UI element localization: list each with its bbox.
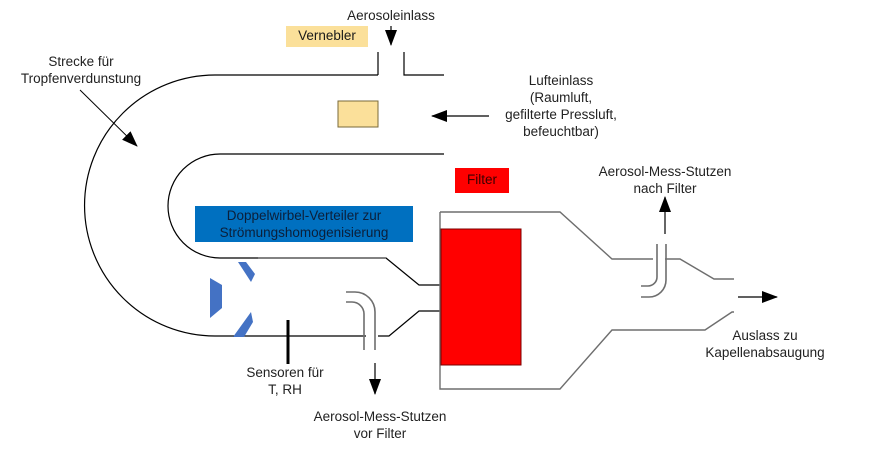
vane-top bbox=[238, 262, 255, 282]
distributor-line-2: Strömungshomogenisierung bbox=[219, 225, 389, 240]
bottom-duct-wall-right bbox=[378, 310, 440, 337]
air-inlet-line-2: (Raumluft, bbox=[529, 90, 593, 105]
probe-before-filter-outer bbox=[346, 291, 376, 350]
sample-before-filter-line-1: Aerosol-Mess-Stutzen bbox=[313, 409, 447, 424]
outer-duct-wall bbox=[83, 74, 378, 337]
nebulizer-label: Vernebler bbox=[298, 28, 356, 43]
top-duct-wall-right bbox=[403, 52, 444, 76]
evaporation-path-line-2: Tropfenverdunstung bbox=[20, 71, 142, 86]
sample-before-filter-line-2: vor Filter bbox=[353, 426, 407, 441]
evaporation-path-arrow bbox=[79, 89, 138, 147]
outlet-label: Auslass zu Kapellenabsaugung bbox=[690, 327, 840, 361]
sensors-line-1: Sensoren für bbox=[246, 365, 324, 380]
aerosol-inlet-label: Aerosoleinlass bbox=[347, 8, 435, 23]
air-inlet-line-4: befeuchtbar) bbox=[523, 124, 599, 139]
sample-before-filter-label: Aerosol-Mess-Stutzen vor Filter bbox=[300, 408, 460, 442]
air-inlet-label: Lufteinlass (Raumluft, gefilterte Pressl… bbox=[486, 72, 636, 140]
filter-housing bbox=[439, 212, 734, 390]
evaporation-path-line-1: Strecke für bbox=[48, 54, 114, 69]
inner-duct-wall bbox=[167, 153, 444, 286]
air-inlet-line-3: gefilterte Pressluft, bbox=[505, 107, 617, 122]
sensors-line-2: T, RH bbox=[268, 382, 302, 397]
distributor-label-bg bbox=[195, 206, 413, 242]
filter-label: Filter bbox=[467, 172, 497, 187]
probe-before-filter-inner bbox=[346, 301, 365, 350]
sample-after-filter-line-2: nach Filter bbox=[633, 181, 697, 196]
outlet-upper-wall bbox=[665, 258, 734, 280]
evaporation-path-label: Strecke für Tropfenverdunstung bbox=[6, 53, 156, 87]
nebulizer-label-bg bbox=[286, 26, 368, 47]
vane-bottom bbox=[233, 312, 253, 337]
filter-housing-top bbox=[440, 211, 653, 260]
distributor-label: Doppelwirbel-Verteiler zur Strömungshomo… bbox=[195, 206, 413, 243]
sample-after-filter-line-1: Aerosol-Mess-Stutzen bbox=[598, 164, 732, 179]
probe-after-filter-outer bbox=[641, 244, 667, 298]
filter-element bbox=[440, 228, 522, 366]
probe-after-filter-inner bbox=[641, 244, 658, 287]
distributor-line-1: Doppelwirbel-Verteiler zur bbox=[226, 208, 382, 223]
nebulizer-box bbox=[337, 100, 379, 128]
air-inlet-line-1: Lufteinlass bbox=[528, 73, 594, 88]
outlet-line-1: Auslass zu bbox=[732, 328, 798, 343]
sensors-label: Sensoren für T, RH bbox=[230, 364, 340, 398]
sample-after-filter-label: Aerosol-Mess-Stutzen nach Filter bbox=[585, 163, 745, 197]
filter-label-bg bbox=[455, 168, 509, 193]
outlet-line-2: Kapellenabsaugung bbox=[705, 345, 825, 360]
vane-left bbox=[210, 278, 222, 318]
